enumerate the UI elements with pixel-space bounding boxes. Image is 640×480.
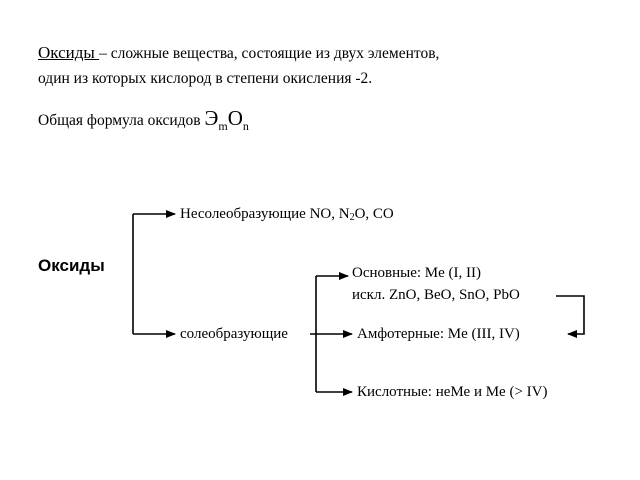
basic-line-1: Основные: Me (I, II) [352,265,482,281]
formula-sub-n: n [242,119,249,133]
node-amphoteric: Амфотерные: Me (III, IV) [357,326,520,342]
non-salt-examples-2: O, CO [354,206,394,222]
formula-label: Общая формула оксидов [38,112,205,129]
node-non-salt-forming: Несолеобразующие NO, N2O, CO [180,205,394,225]
basic-exceptions: искл. ZnO, BeO, SnO, PbO [352,287,520,303]
node-salt-forming: солеобразующие [180,326,288,342]
formula-element: Э [204,106,219,130]
non-salt-sub: 2 [349,212,355,223]
diagram-root-label: Оксиды [38,256,105,275]
term-oxides: Оксиды [38,43,100,62]
non-salt-examples-1: NO, N [309,206,350,222]
exception-arrow [556,295,585,338]
definition-text: – сложные вещества, состоящие из двух эл… [99,45,440,62]
formula-sub-m: m [218,119,228,133]
non-salt-label: Несолеобразующие [180,206,310,222]
formula-oxygen: О [227,106,243,130]
definition-line-2: один из которых кислород в степени окисл… [38,70,373,87]
definition-line-1: Оксиды – сложные вещества, состоящие из … [38,40,439,66]
node-basic: Основные: Me (I, II) искл. ZnO, BeO, SnO… [352,264,520,304]
general-formula: Общая формула оксидов ЭmОn [38,103,249,136]
definition: Оксиды – сложные вещества, состоящие из … [38,40,439,91]
node-acidic: Кислотные: неМе и Me (> IV) [357,384,548,400]
